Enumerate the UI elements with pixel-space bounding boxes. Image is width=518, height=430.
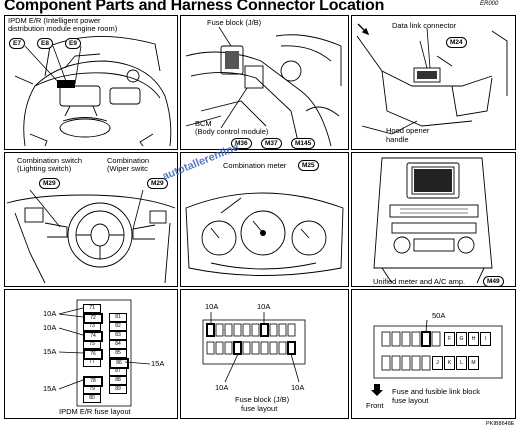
ipdm-amp-15a-2: 15A xyxy=(43,384,57,393)
fusible-link-amp-label: 50A xyxy=(432,311,446,320)
ipdm-fuse-86: 86 xyxy=(109,358,129,369)
jb-amp-top-left: 10A xyxy=(205,302,219,311)
front-label: Front xyxy=(366,401,384,410)
data-link-drawing xyxy=(356,23,508,135)
ipdm-fuse-88: 88 xyxy=(109,376,127,385)
ipdm-fuse-79: 79 xyxy=(83,385,101,394)
fusible-link-caption-line2: fuse layout xyxy=(392,396,429,405)
panel-combination-switch: Combination switch (Lighting switch) Com… xyxy=(4,152,178,287)
fuse-g: G xyxy=(456,332,467,346)
ipdm-fuse-71: 71 xyxy=(83,304,101,313)
fusible-link-caption-line1: Fuse and fusible link block xyxy=(392,387,480,396)
ipdm-fuse-83: 83 xyxy=(109,331,127,340)
hood-opener-line1: Hood opener xyxy=(386,126,430,135)
fuse-j: J xyxy=(432,356,443,370)
panel-ipdm-fuse-layout: 10A 10A 15A 15A 15A 71 72 73 74 75 76 77… xyxy=(4,289,178,419)
combination-switch-lighting-line2: (Lighting switch) xyxy=(17,164,72,173)
jb-amp-top-right: 10A xyxy=(257,302,271,311)
ipdm-fuse-82: 82 xyxy=(109,322,127,331)
page-title: Component Parts and Harness Connector Lo… xyxy=(4,0,385,14)
bcm-label-line2: (Body control module) xyxy=(195,127,269,136)
fuse-m: M xyxy=(468,356,479,370)
connector-m37: M37 xyxy=(261,138,282,149)
fuse-f: F xyxy=(444,332,455,346)
bcm-label-line1: BCM xyxy=(195,119,212,128)
panel-jb-fuse-layout: 10A 10A 10A 10A Fuse block (J/B) fuse la… xyxy=(180,289,349,419)
ipdm-fuse-80: 80 xyxy=(83,394,101,403)
ipdm-amp-15a-3: 15A xyxy=(151,359,165,368)
fuse-i: I xyxy=(480,332,491,346)
connector-m25: M25 xyxy=(298,160,319,171)
unified-meter-label: Unified meter and A/C amp. xyxy=(373,277,466,286)
ipdm-fuse-74: 74 xyxy=(83,331,103,342)
ipdm-amp-15a-1: 15A xyxy=(43,347,57,356)
reference-code: ER000 xyxy=(480,1,499,7)
ipdm-fuse-72: 72 xyxy=(83,313,103,324)
fuse-h: H xyxy=(468,332,479,346)
jb-caption-line1: Fuse block (J/B) xyxy=(235,395,290,404)
hood-opener-line2: handle xyxy=(386,135,409,144)
steering-wheel-drawing xyxy=(6,189,176,284)
ipdm-fuse-73: 73 xyxy=(83,322,101,331)
ipdm-fuse-84: 84 xyxy=(109,340,127,349)
combination-meter-label: Combination meter xyxy=(223,161,287,170)
jb-fuse-grid xyxy=(202,312,306,383)
center-console-drawing xyxy=(373,157,493,284)
panel-data-link: Data link connector M24 Hood opener hand… xyxy=(351,15,516,150)
ipdm-fuse-81: 81 xyxy=(109,313,127,322)
panel-combination-meter: Combination meter M25 xyxy=(180,152,349,287)
ipdm-fuse-85: 85 xyxy=(109,349,127,358)
image-code: PKIB8648E xyxy=(486,421,515,427)
fuse-block-label: Fuse block (J/B) xyxy=(207,18,262,27)
connector-m29-lighting: M29 xyxy=(39,178,60,189)
ipdm-label-line2: distribution module engine room) xyxy=(8,24,118,33)
connector-e7: E7 xyxy=(9,38,25,49)
connector-e9: E9 xyxy=(65,38,81,49)
fusible-link-grid xyxy=(371,319,503,396)
data-link-label: Data link connector xyxy=(392,21,457,30)
ipdm-fuse-77: 77 xyxy=(83,358,101,367)
connector-m29-wiper: M29 xyxy=(147,178,168,189)
connector-e8: E8 xyxy=(37,38,53,49)
panel-unified-meter: Unified meter and A/C amp. M49 xyxy=(351,152,516,287)
panel-ipdm: IPDM E/R (Intelligent power distribution… xyxy=(4,15,178,150)
connector-m49: M49 xyxy=(483,276,504,286)
ipdm-fuse-layout-caption: IPDM E/R fuse layout xyxy=(59,407,131,416)
ipdm-fuse-76: 76 xyxy=(83,349,103,360)
ipdm-fuse-89: 89 xyxy=(109,385,127,394)
jb-amp-bottom-left: 10A xyxy=(215,383,229,392)
ipdm-amp-10a-1: 10A xyxy=(43,309,57,318)
ipdm-fuse-75: 75 xyxy=(83,340,101,349)
ipdm-fuse-leader-lines xyxy=(58,299,151,407)
connector-m145: M145 xyxy=(291,138,316,149)
ipdm-amp-10a-2: 10A xyxy=(43,323,57,332)
connector-m36: M36 xyxy=(231,138,252,149)
fuse-k: K xyxy=(444,356,455,370)
jb-caption-line2: fuse layout xyxy=(241,404,278,413)
panel-fuse-block-bcm: Fuse block (J/B) BCM (Body control modul… xyxy=(180,15,349,150)
combination-switch-lighting-line1: Combination switch xyxy=(17,156,83,165)
connector-m24: M24 xyxy=(446,37,467,48)
combination-meter-drawing xyxy=(185,192,344,276)
ipdm-fuse-78: 78 xyxy=(83,376,103,387)
jb-amp-bottom-right: 10A xyxy=(291,383,305,392)
engine-room-drawing xyxy=(14,36,172,147)
fuse-l: L xyxy=(456,356,467,370)
ipdm-fuse-87: 87 xyxy=(109,367,127,376)
panel-fusible-link-layout: 50A F G H I J K L M Front Fuse and fusib… xyxy=(351,289,516,419)
fuse-block-drawing xyxy=(185,26,342,147)
front-arrow-icon xyxy=(371,384,383,396)
ipdm-label-line1: IPDM E/R (Intelligent power xyxy=(8,16,101,25)
combination-switch-wiper-line2: (Wiper switc xyxy=(107,164,148,173)
combination-switch-wiper-line1: Combination xyxy=(107,156,150,165)
